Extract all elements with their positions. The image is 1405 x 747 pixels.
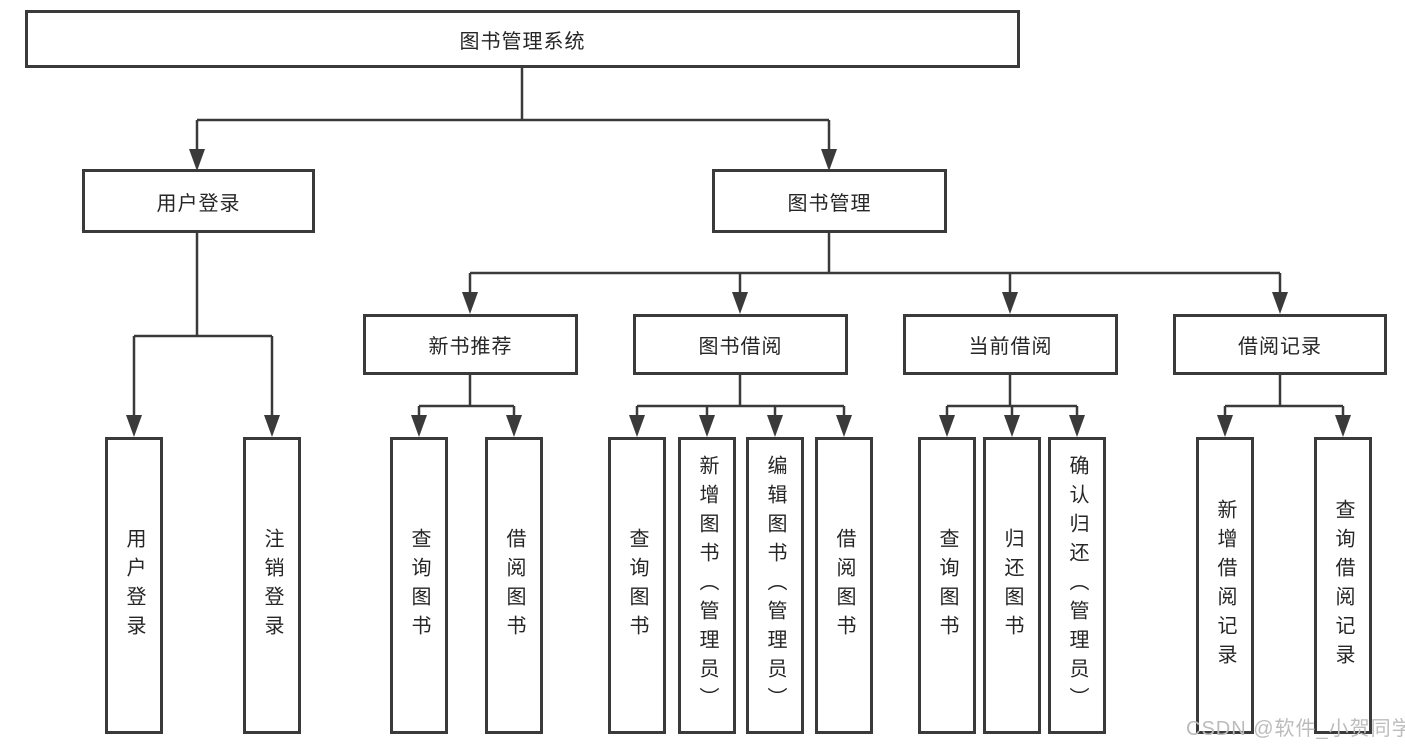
leaf-confirm-return-admin: 确认归还（管理员） bbox=[1048, 437, 1106, 734]
leaf-query-borrow-record: 查询借阅记录 bbox=[1314, 437, 1372, 734]
csdn-watermark: CSDN @软件_小贺同学 bbox=[1186, 718, 1405, 740]
node-book-borrow: 图书借阅 bbox=[633, 314, 848, 375]
node-new-book-recommend: 新书推荐 bbox=[363, 314, 578, 375]
node-borrow-record: 借阅记录 bbox=[1173, 314, 1387, 375]
leaf-return-books: 归还图书 bbox=[983, 437, 1041, 734]
leaf-query-books-3: 查询图书 bbox=[918, 437, 976, 734]
leaf-user-login: 用户登录 bbox=[105, 437, 163, 734]
leaf-query-books-1: 查询图书 bbox=[390, 437, 448, 734]
node-user-login: 用户登录 bbox=[82, 169, 315, 233]
leaf-query-books-2: 查询图书 bbox=[608, 437, 666, 734]
leaf-borrow-books-2: 借阅图书 bbox=[815, 437, 873, 734]
leaf-add-borrow-record: 新增借阅记录 bbox=[1196, 437, 1254, 734]
node-root-library-management-system: 图书管理系统 bbox=[25, 10, 1020, 68]
node-book-management: 图书管理 bbox=[712, 169, 947, 233]
leaf-edit-books-admin: 编辑图书（管理员） bbox=[746, 437, 804, 734]
leaf-logout: 注销登录 bbox=[243, 437, 301, 734]
leaf-add-books-admin: 新增图书（管理员） bbox=[678, 437, 736, 734]
node-current-borrow: 当前借阅 bbox=[903, 314, 1118, 375]
leaf-borrow-books-1: 借阅图书 bbox=[485, 437, 543, 734]
